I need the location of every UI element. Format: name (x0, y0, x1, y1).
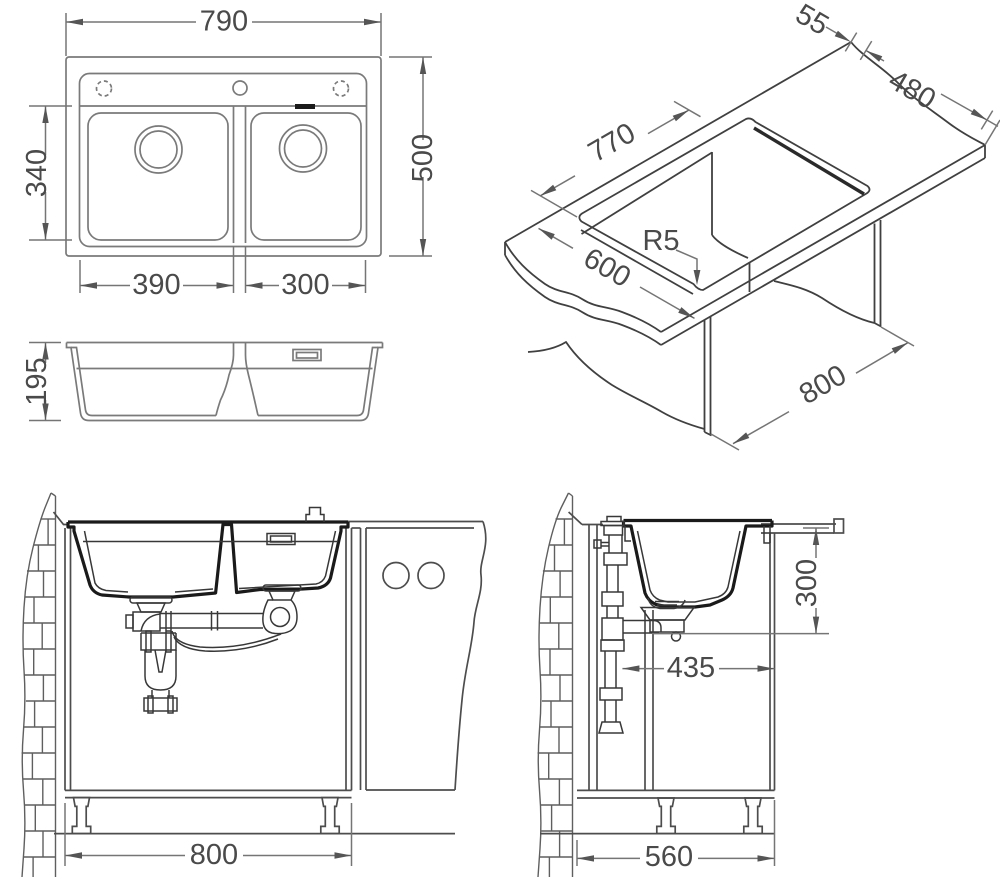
svg-text:300: 300 (791, 559, 823, 607)
svg-text:560: 560 (645, 841, 693, 873)
svg-text:300: 300 (281, 269, 329, 301)
svg-text:800: 800 (794, 359, 852, 411)
svg-text:500: 500 (407, 134, 439, 182)
svg-text:R5: R5 (642, 225, 679, 257)
svg-text:790: 790 (200, 6, 248, 38)
svg-text:435: 435 (667, 652, 715, 684)
svg-text:390: 390 (132, 269, 180, 301)
svg-text:770: 770 (583, 117, 641, 169)
svg-text:195: 195 (21, 357, 53, 405)
svg-text:480: 480 (883, 64, 941, 116)
svg-text:600: 600 (578, 242, 636, 294)
svg-text:55: 55 (790, 0, 834, 42)
svg-text:800: 800 (190, 839, 238, 871)
svg-text:340: 340 (21, 149, 53, 197)
